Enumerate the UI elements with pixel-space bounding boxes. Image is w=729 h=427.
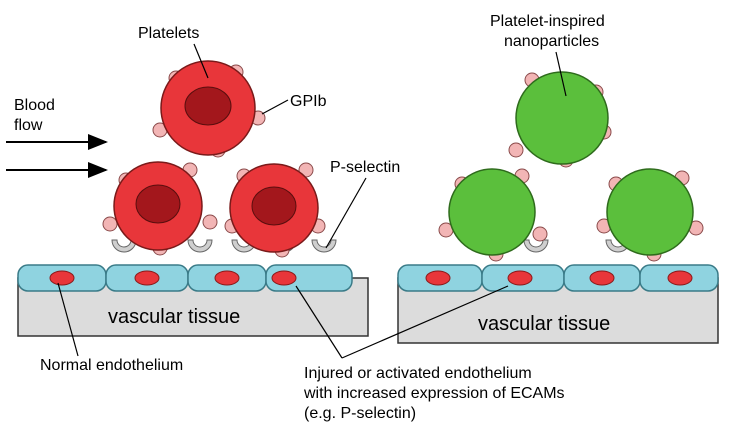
nanoparticles-label-2: nanoparticles <box>504 33 599 50</box>
injured-endothelium-label-1: Injured or activated endothelium <box>304 365 532 382</box>
endothelium-right <box>397 264 719 292</box>
cell-nucleus <box>134 270 160 286</box>
nanoparticles-pointer <box>555 51 567 97</box>
nanoparticles-label-1: Platelet-inspired <box>490 13 605 30</box>
platelet-core <box>184 86 232 126</box>
gpib-bump <box>202 214 218 230</box>
nanoparticle-bound-1 <box>438 168 548 262</box>
cell-nucleus <box>49 270 75 286</box>
cell-nucleus <box>425 270 451 286</box>
cell-nucleus <box>589 270 615 286</box>
vascular-tissue-label-right: vascular tissue <box>478 313 610 335</box>
gpib-label: GPIb <box>290 93 327 110</box>
normal-endothelium-pointer <box>57 282 79 357</box>
gpib-bump <box>532 226 548 242</box>
injured-endothelium-label-2: with increased expression of ECAMs <box>303 385 565 402</box>
platelet-core <box>135 184 181 224</box>
p-selectin-receptor <box>187 239 213 253</box>
cell-nucleus <box>507 270 533 286</box>
cell-nucleus <box>271 270 297 286</box>
cell-nucleus <box>214 270 240 286</box>
p-selectin-pointer <box>325 177 367 249</box>
platelet-top <box>152 60 266 158</box>
platelet-bound-1 <box>102 161 218 256</box>
injured-pointer-left <box>295 285 343 359</box>
platelets-label: Platelets <box>138 25 199 42</box>
injured-endothelium-label-3: (e.g. P-selectin) <box>304 405 416 422</box>
platelet-bound-2 <box>224 162 326 258</box>
nanoparticle-body <box>448 168 536 256</box>
nanoparticle-body <box>606 168 694 256</box>
nanoparticle-body <box>515 71 609 165</box>
normal-endothelium-label: Normal endothelium <box>40 357 183 374</box>
blood-flow-label-1: Blood <box>14 97 55 114</box>
nanoparticle-top <box>508 71 612 168</box>
injured-pointer-right <box>341 285 509 359</box>
nanoparticle-bound-2 <box>596 168 704 262</box>
p-selectin-receptor <box>311 239 337 253</box>
blood-flow-label-2: flow <box>14 117 43 134</box>
platelets-pointer <box>193 43 209 79</box>
cell-nucleus <box>667 270 693 286</box>
p-selectin-label: P-selectin <box>330 159 400 176</box>
platelet-core <box>251 186 297 226</box>
endothelium-left <box>17 264 353 292</box>
vascular-tissue-label-left: vascular tissue <box>108 306 240 328</box>
gpib-pointer <box>261 99 289 115</box>
p-selectin-receptor <box>523 239 549 253</box>
gpib-bump <box>508 142 524 158</box>
gpib-bump <box>102 216 118 232</box>
